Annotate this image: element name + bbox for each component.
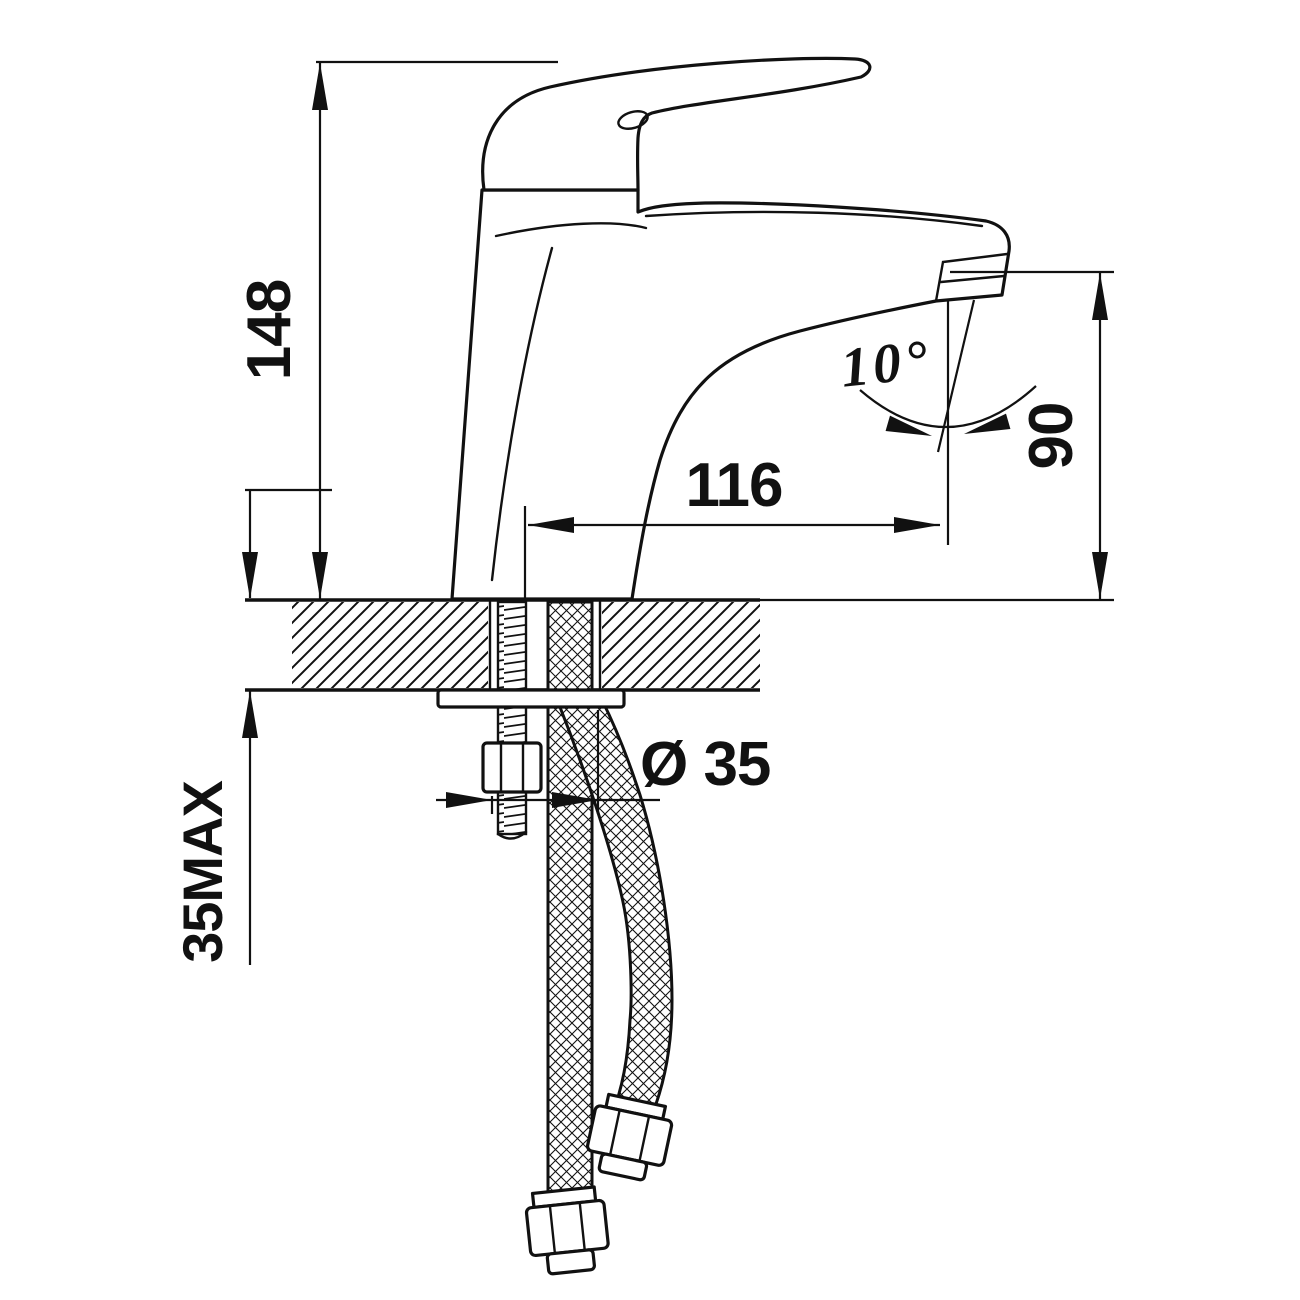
faucet-body [450,56,1011,601]
outlet-arrow-bottom [1092,552,1108,599]
deck-label: 35MAX [171,780,234,962]
height-arrow-top [312,63,328,110]
hole-label: Ø 35 [640,730,770,799]
neck-joint-contour [494,222,648,238]
angle-arrow-right [964,413,1011,434]
dimension-hole-diameter: Ø 35 [436,710,771,814]
handle-screw-cap [617,110,649,130]
deck-arrow-up [242,691,258,738]
body-spout-outline [450,188,1011,601]
angle-arc [859,385,1037,429]
deck-hatch-right [602,602,760,688]
dimension-overall-height: 148 [235,60,558,600]
reach-arrow-left [528,517,574,533]
height-arrow-bottom [312,552,328,599]
body-front-contour [490,246,554,582]
reach-label: 116 [685,451,782,520]
dimension-spout-reach: 116 [523,451,940,598]
angle-label: 10° [838,329,934,400]
mounting-flange [436,688,626,709]
hose-curved-fitting [585,1092,674,1182]
reach-arrow-right [894,517,940,533]
deck-arrow-down [242,552,258,599]
angle-arrow-left [885,415,932,436]
threaded-stud [496,600,528,840]
spout-top-contour [644,210,984,228]
height-label: 148 [235,280,304,380]
mounting-nut [481,741,543,794]
aerator-outline [934,252,1009,303]
deck-hatch-left [292,602,488,688]
supply-hoses-and-hardware [436,600,674,1276]
countertop-section [245,598,1114,692]
dimension-stream-angle: 10° [838,299,1037,545]
hole-arrow-left [446,792,492,808]
hose-straight-fitting [524,1185,610,1276]
outlet-arrow-top [1092,273,1108,320]
hole-arrow-right [552,792,598,808]
handle-lever [481,56,872,192]
stream-direction-line [936,299,976,453]
aerator-inner-line [939,274,1006,284]
dimension-outlet-height: 90 [950,270,1114,599]
stud-tip [496,830,528,840]
dimension-deck-thickness: 35MAX [171,488,332,965]
outlet-label: 90 [1017,403,1086,470]
